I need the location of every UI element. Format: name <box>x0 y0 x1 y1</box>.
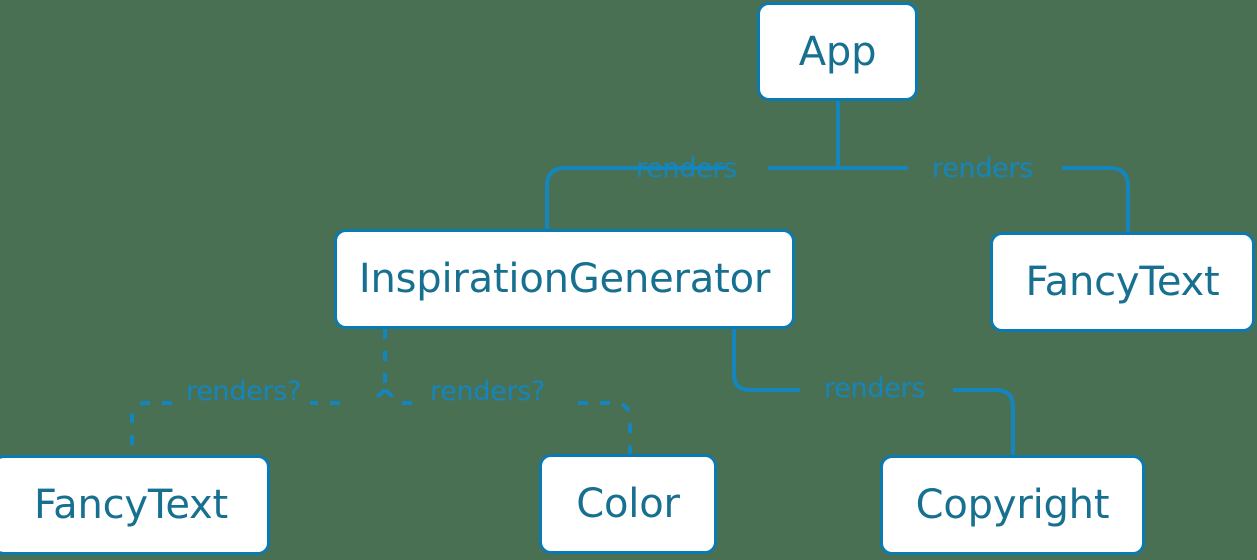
node-copyright-label: Copyright <box>915 482 1110 528</box>
node-fancytext-bottom-label: FancyText <box>34 482 228 528</box>
node-app[interactable]: App <box>757 2 918 101</box>
edge-label-app-inspirationgenerator: renders <box>636 153 738 184</box>
node-inspirationgenerator[interactable]: InspirationGenerator <box>334 229 795 329</box>
edge-label-inspirationgenerator-color: renders? <box>430 376 546 407</box>
edge-app-renders-inspirationgenerator <box>545 101 840 229</box>
node-fancytext-top-label: FancyText <box>1025 259 1220 305</box>
node-copyright[interactable]: Copyright <box>880 455 1145 555</box>
node-fancytext-top[interactable]: FancyText <box>990 232 1255 332</box>
node-color[interactable]: Color <box>539 454 717 554</box>
edge-app-renders-fancytext <box>838 166 1130 232</box>
node-color-label: Color <box>576 481 680 527</box>
edge-inspirationgenerator-renders-copyright <box>732 329 1015 455</box>
node-app-label: App <box>798 28 877 75</box>
edge-label-app-fancytext: renders <box>932 153 1034 184</box>
edge-inspirationgenerator-renders-fancytext-color <box>130 329 632 455</box>
node-inspirationgenerator-label: InspirationGenerator <box>358 256 771 302</box>
node-fancytext-bottom[interactable]: FancyText <box>0 455 270 555</box>
edge-label-inspirationgenerator-fancytext: renders? <box>186 376 302 407</box>
edge-label-inspirationgenerator-copyright: renders <box>824 373 926 404</box>
